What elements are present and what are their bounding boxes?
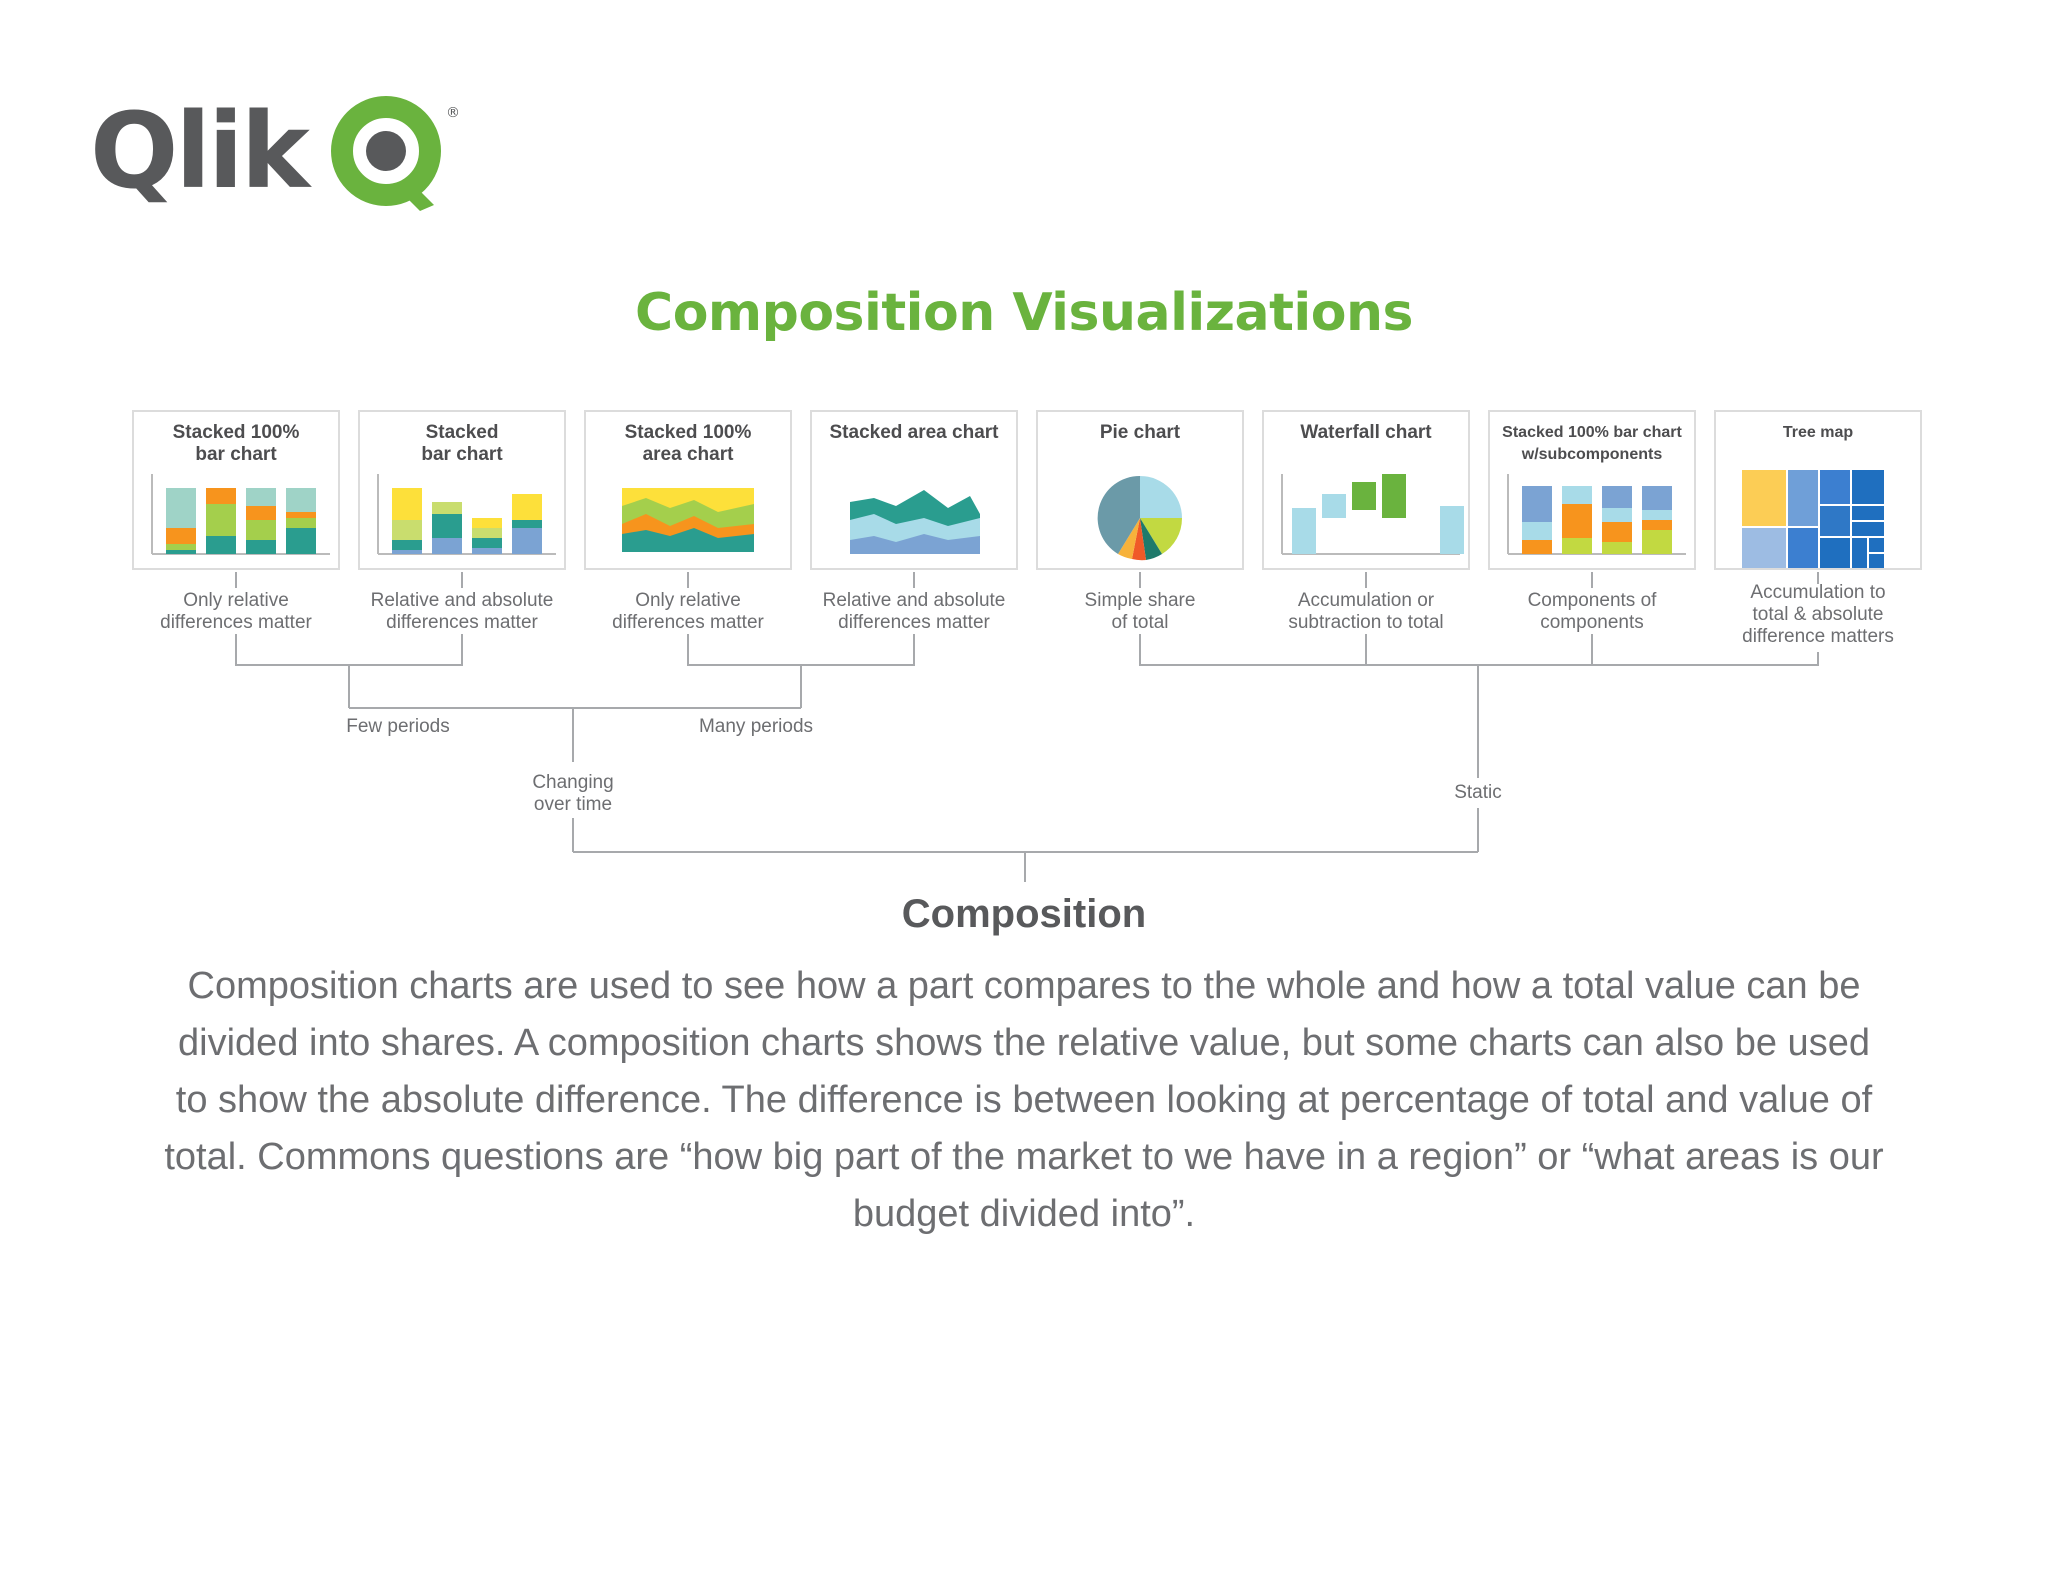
card-stacked-bar: Stacked bar chart <box>358 410 566 570</box>
card-waterfall: Waterfall chart <box>1262 410 1470 570</box>
card-title: Stacked area chart <box>829 422 999 443</box>
stacked-area-thumbnail <box>850 490 980 554</box>
card-title: Stacked bar chart <box>421 422 503 465</box>
card-tree-map: Tree map <box>1714 410 1922 570</box>
desc-pie: Simple share of total <box>1084 590 1196 633</box>
card-title: Tree map <box>1782 424 1854 441</box>
card-title: Stacked 100% area chart <box>624 422 752 465</box>
desc-stacked-area: Relative and absolute differences matter <box>822 590 1006 633</box>
card-title: Stacked 100% bar chart w/subcomponents <box>1502 424 1682 463</box>
desc-tree-map: Accumulation to total & absolute differe… <box>1742 582 1894 647</box>
decision-tree-connectors <box>235 572 1819 882</box>
card-title: Pie chart <box>1099 422 1181 443</box>
label-static: Static <box>1454 782 1502 803</box>
stacked-100-bar-thumbnail <box>151 474 330 555</box>
stacked-bar-thumbnail <box>377 474 556 555</box>
desc-stacked-100-bar: Only relative differences matter <box>160 590 312 633</box>
logo-wordmark: Qlik <box>90 95 313 212</box>
qlik-q-icon <box>331 96 441 211</box>
registered-mark: ® <box>446 105 460 121</box>
stacked-100-area-thumbnail <box>622 488 754 552</box>
section-title: Composition <box>901 892 1147 936</box>
pie-thumbnail <box>1097 475 1183 561</box>
desc-stacked-bar: Relative and absolute differences matter <box>370 590 554 633</box>
desc-stacked-100-area: Only relative differences matter <box>612 590 764 633</box>
card-title: Stacked 100% bar chart <box>172 422 300 465</box>
tree-map-thumbnail <box>1742 470 1884 568</box>
desc-waterfall: Accumulation or subtraction to total <box>1288 590 1444 633</box>
body-paragraph: Composition charts are used to see how a… <box>164 965 1884 1235</box>
label-few-periods: Few periods <box>346 716 450 737</box>
card-stacked-area: Stacked area chart <box>810 410 1018 570</box>
page-title: Composition Visualizations <box>635 283 1413 343</box>
label-many-periods: Many periods <box>698 716 814 737</box>
waterfall-thumbnail <box>1281 474 1464 555</box>
card-title: Waterfall chart <box>1300 422 1432 443</box>
card-stacked-100-subcomponents: Stacked 100% bar chart w/subcomponents <box>1488 410 1696 570</box>
qlik-logo: Qlik ® <box>90 95 460 212</box>
stacked-subcomponents-thumbnail <box>1507 474 1686 555</box>
card-pie: Pie chart <box>1036 410 1244 570</box>
desc-stacked-subcomponents: Components of components <box>1527 590 1657 633</box>
label-changing-over-time: Changing over time <box>532 772 614 815</box>
card-stacked-100-area: Stacked 100% area chart <box>584 410 792 570</box>
card-stacked-100-bar: Stacked 100% bar chart <box>132 410 340 570</box>
